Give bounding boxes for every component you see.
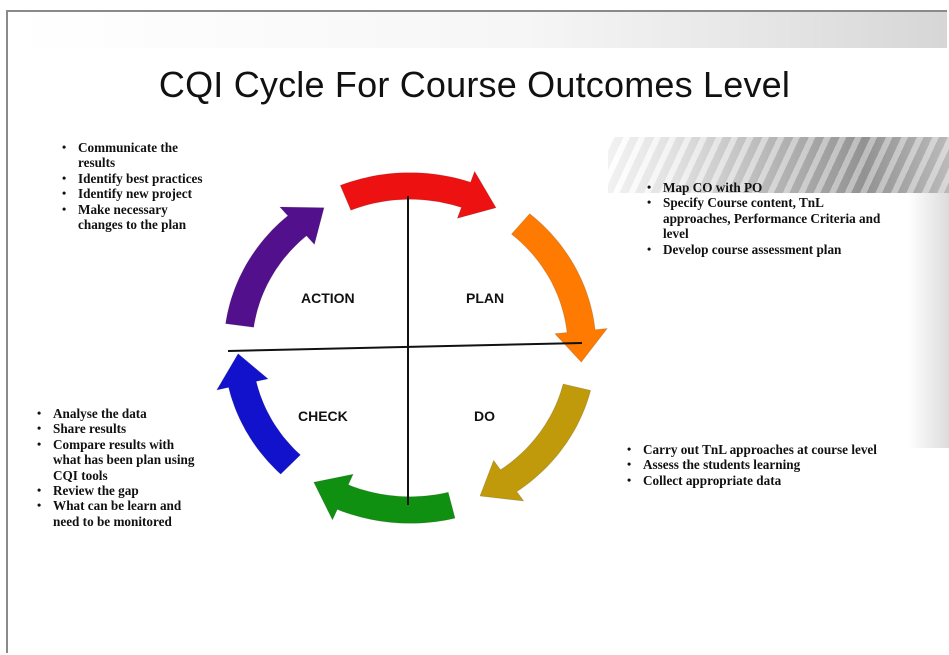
arrow-orange <box>510 213 609 363</box>
plan-bullet-list: Map CO with PO Specify Course content, T… <box>641 180 881 257</box>
arrow-red <box>339 170 497 219</box>
list-item: What can be learn and need to be monitor… <box>31 498 196 529</box>
list-item: Compare results with what has been plan … <box>31 437 196 483</box>
cycle-arrows <box>215 170 609 524</box>
list-item: Review the gap <box>31 483 196 499</box>
list-item: Identify best practices <box>56 171 206 187</box>
quadrant-label-do: DO <box>474 408 495 424</box>
list-item: Map CO with PO <box>641 180 881 196</box>
list-item: Specify Course content, TnL approaches, … <box>641 195 881 241</box>
do-bullet-list: Carry out TnL approaches at course level… <box>621 442 921 489</box>
list-item: Make necessary changes to the plan <box>56 202 206 233</box>
list-item: Carry out TnL approaches at course level <box>621 442 921 458</box>
arrow-green <box>313 473 456 524</box>
list-item: Analyse the data <box>31 406 196 422</box>
check-bullet-list: Analyse the data Share results Compare r… <box>31 406 196 529</box>
list-item: Share results <box>31 421 196 437</box>
list-item: Communicate the results <box>56 140 206 171</box>
arrow-gold <box>479 383 592 502</box>
list-item: Collect appropriate data <box>621 473 921 489</box>
quadrant-label-check: CHECK <box>298 408 348 424</box>
arrow-blue <box>215 353 301 475</box>
decorative-side-fade <box>908 193 949 448</box>
horizontal-axis-line <box>227 342 583 352</box>
list-item: Develop course assessment plan <box>641 242 881 258</box>
arrow-purple <box>225 206 325 328</box>
header-band <box>8 12 947 48</box>
quadrant-label-action: ACTION <box>301 290 355 306</box>
quadrant-label-plan: PLAN <box>466 290 505 306</box>
list-item: Identify new project <box>56 186 206 202</box>
list-item: Assess the students learning <box>621 457 921 473</box>
action-bullet-list: Communicate the results Identify best pr… <box>56 140 206 232</box>
slide-title: CQI Cycle For Course Outcomes Level <box>158 64 791 105</box>
slide-frame <box>6 10 949 653</box>
